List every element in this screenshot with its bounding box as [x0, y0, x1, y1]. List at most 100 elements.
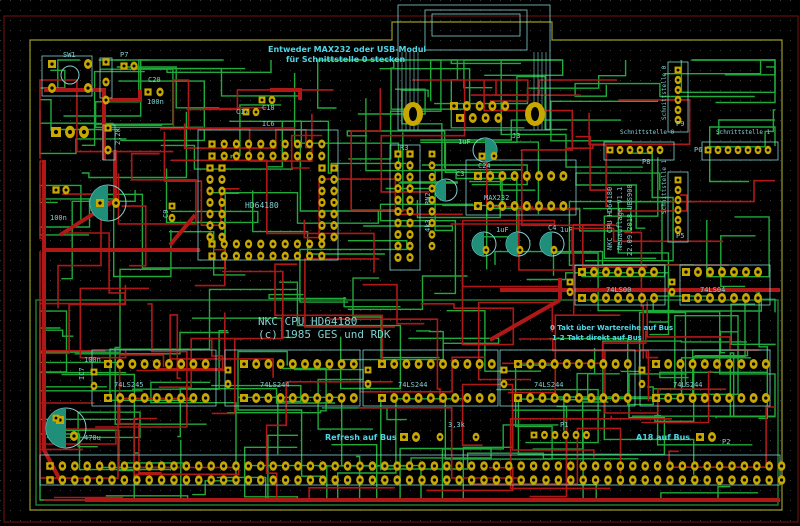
drill-hole: [569, 478, 573, 482]
drill-hole: [98, 464, 102, 468]
trace: [39, 333, 84, 461]
drill-hole: [210, 154, 214, 158]
drill-hole: [358, 464, 362, 468]
drill-hole: [544, 478, 548, 482]
drill-hole: [430, 164, 434, 167]
drill-hole: [430, 244, 434, 248]
label-p5: P5: [676, 232, 684, 240]
pads[interactable]: [46, 58, 786, 485]
drill-hole: [640, 270, 644, 274]
drill-hole: [85, 478, 89, 482]
drill-hole: [477, 362, 482, 366]
drill-hole: [580, 296, 584, 300]
drill-hole: [283, 254, 287, 258]
trace: [420, 264, 515, 346]
drill-hole: [197, 478, 201, 482]
drill-hole: [259, 464, 263, 468]
drill-hole: [60, 464, 64, 468]
drill-hole: [710, 435, 714, 439]
label-c3: C3: [456, 170, 464, 178]
drill-hole: [767, 478, 771, 482]
drill-hole: [458, 116, 462, 120]
trace: [274, 263, 383, 365]
drill-hole: [628, 296, 632, 300]
label-max232: MAX232: [484, 194, 509, 202]
drill-hole: [616, 296, 620, 300]
trace: [136, 337, 224, 372]
drill-hole: [222, 478, 226, 482]
drill-hole: [628, 270, 632, 274]
drill-hole: [532, 464, 536, 468]
drill-hole: [476, 174, 480, 178]
drill-hole: [295, 154, 299, 158]
drill-hole: [500, 204, 505, 208]
drill-hole: [352, 396, 356, 400]
trace: [117, 152, 197, 225]
drill-hole: [537, 204, 541, 208]
drill-hole: [684, 296, 688, 300]
drill-hole: [490, 396, 494, 400]
drill-hole: [640, 368, 644, 372]
drill-hole: [172, 478, 176, 482]
drill-hole: [429, 396, 433, 400]
trace: [46, 411, 141, 448]
trace: [304, 258, 395, 328]
trace: [237, 350, 321, 477]
label-74ls244-b: 74LS244: [398, 381, 428, 389]
trace: [346, 130, 446, 169]
drill-hole: [751, 396, 756, 400]
trace: [578, 373, 687, 456]
drill-hole: [549, 174, 553, 178]
drill-hole: [532, 478, 536, 482]
drill-hole: [266, 362, 271, 366]
trace: [40, 284, 127, 355]
trace: [61, 190, 136, 280]
trace: [477, 301, 554, 381]
drill-hole: [86, 62, 90, 66]
drill-hole: [135, 478, 139, 482]
drill-hole: [130, 396, 135, 400]
drill-hole: [291, 362, 295, 366]
drill-hole: [167, 362, 171, 366]
label-rn: P1: [560, 421, 568, 429]
back-copper-traces: [39, 59, 776, 501]
drill-hole: [544, 464, 548, 468]
front-copper-traces: [39, 79, 775, 501]
drill-hole: [755, 478, 759, 482]
trace: [81, 70, 145, 146]
drill-hole: [705, 478, 709, 482]
drill-hole: [580, 270, 584, 274]
drill-hole: [396, 198, 400, 202]
trace: [121, 205, 147, 267]
drill-hole: [346, 478, 350, 482]
drill-hole: [404, 362, 409, 366]
drill-hole: [616, 270, 620, 274]
note-modem-1: Entweder MAX232 oder USB-Modul: [268, 45, 426, 54]
drill-hole: [432, 478, 436, 482]
label-74ls04: 74LS04: [700, 286, 725, 294]
drill-hole: [638, 148, 642, 152]
drill-hole: [320, 254, 324, 258]
drill-hole: [643, 464, 647, 468]
drill-hole: [543, 433, 546, 437]
trace: [706, 216, 770, 278]
trace: [624, 231, 644, 359]
trace: [669, 179, 775, 203]
drill-hole: [453, 362, 457, 366]
drill-hole: [284, 464, 288, 468]
trace: [434, 60, 627, 105]
drill-hole: [308, 142, 312, 146]
drill-hole: [203, 362, 208, 366]
drill-hole: [490, 362, 494, 366]
drill-hole: [208, 166, 212, 170]
drill-hole: [396, 175, 400, 179]
db9-connector-j3[interactable]: [401, 9, 547, 130]
drill-hole: [767, 464, 771, 468]
drill-hole: [220, 166, 224, 170]
drill-hole: [626, 362, 630, 366]
drill-hole: [518, 248, 522, 252]
drill-hole: [184, 478, 188, 482]
drill-hole: [606, 464, 610, 468]
drill-hole: [220, 212, 224, 216]
